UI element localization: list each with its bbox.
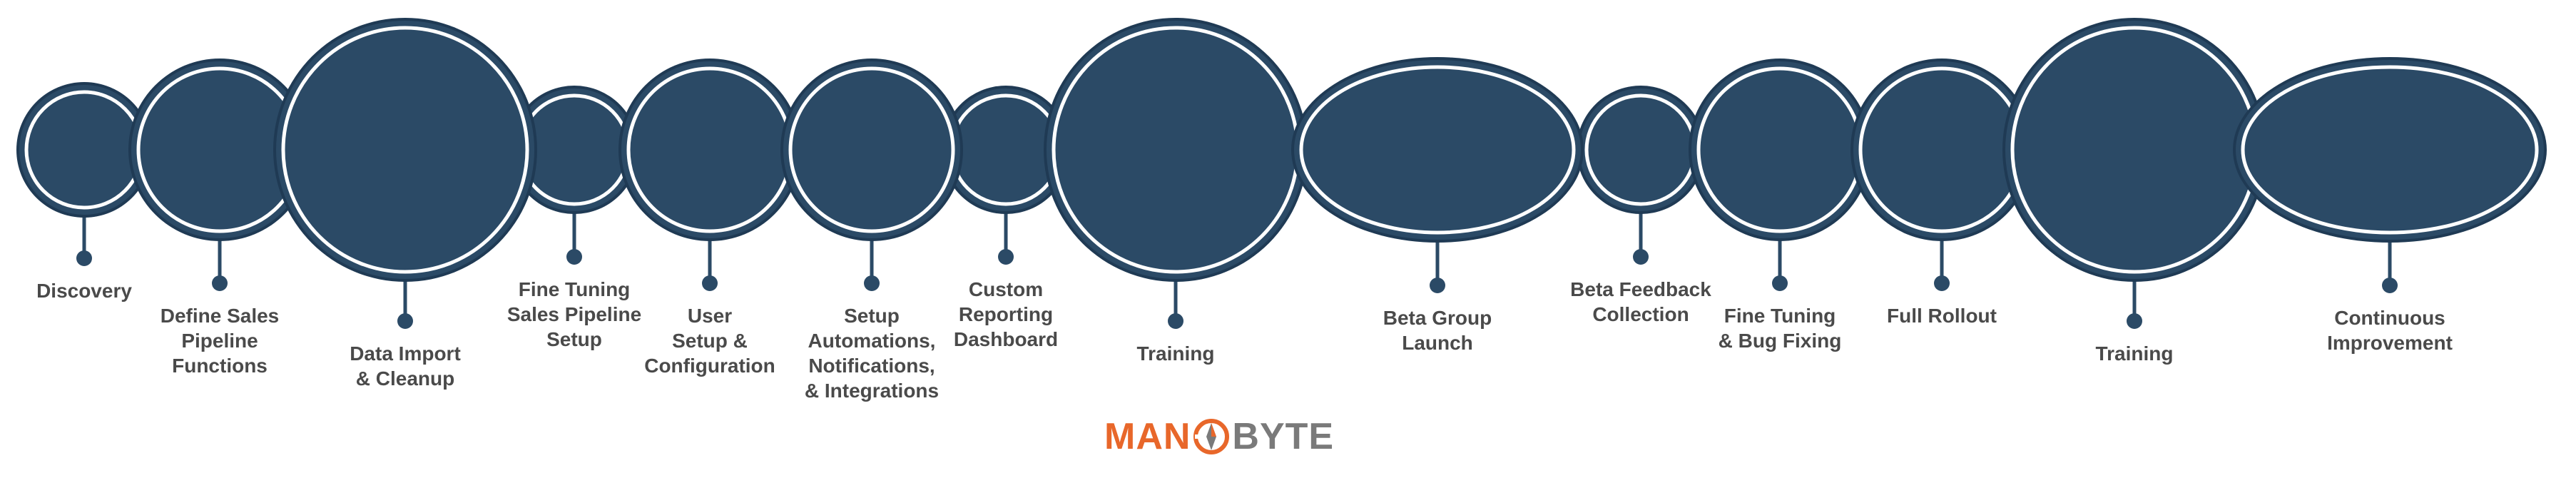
logo-text-right: BYTE xyxy=(1232,416,1335,457)
stage-label: Data Import & Cleanup xyxy=(350,342,461,390)
logo-compass-icon xyxy=(1193,419,1230,454)
stage-dot xyxy=(397,313,413,329)
stage-label: Fine Tuning & Bug Fixing xyxy=(1718,305,1842,352)
stage-node xyxy=(1294,60,1581,240)
logo-text-left: MAN xyxy=(1104,416,1191,457)
stage-dot xyxy=(1772,275,1788,291)
stage-node xyxy=(2005,21,2264,279)
stage-label: Fine Tuning Sales Pipeline Setup xyxy=(506,278,642,350)
stage-dot xyxy=(76,250,92,266)
stage-node xyxy=(1579,88,1702,211)
stage-label: Training xyxy=(1136,342,1215,365)
stage-label: Continuous Improvement xyxy=(2327,307,2453,354)
stage-label: Training xyxy=(2095,342,2174,365)
stage-dot xyxy=(702,275,718,291)
stage-label: Custom Reporting Dashboard xyxy=(953,278,1059,350)
stage-label: Full Rollout xyxy=(1887,305,1997,327)
stage-dot xyxy=(1430,278,1445,293)
stage-dot xyxy=(2127,313,2142,329)
stage-label: Setup Automations, Notifications, & Inte… xyxy=(804,305,940,402)
stage-node-ring xyxy=(788,66,955,233)
stage-node xyxy=(513,88,636,211)
stage-node-ring xyxy=(2241,65,2539,235)
stage-dot xyxy=(864,275,880,291)
stage-node xyxy=(19,85,149,215)
stage-dot xyxy=(1168,313,1183,329)
stage-node xyxy=(1853,61,2030,238)
stage-dot xyxy=(1934,275,1950,291)
stage-node xyxy=(1047,21,1305,279)
stage-node xyxy=(783,61,960,238)
stage-label: Beta Feedback Collection xyxy=(1570,278,1711,325)
stage-node xyxy=(621,61,798,238)
stage-node xyxy=(945,88,1067,211)
stage-node xyxy=(276,21,534,279)
stage-node-ring xyxy=(281,26,529,274)
stage-dot xyxy=(212,275,228,291)
stage-dot xyxy=(566,249,582,265)
stage-label: User Setup & Configuration xyxy=(644,305,775,377)
stage-label: Discovery xyxy=(36,280,132,302)
stage-dot xyxy=(998,249,1014,265)
stage-dot xyxy=(2382,278,2398,293)
manobyte-logo: MAN BYTE xyxy=(1104,415,1334,458)
stage-label: Define Sales Pipeline Functions xyxy=(160,305,280,377)
stage-node xyxy=(131,61,308,238)
stage-node xyxy=(1691,61,1868,238)
stage-label: Beta Group Launch xyxy=(1383,307,1492,354)
stage-node-ring xyxy=(1299,65,1576,235)
stage-dot xyxy=(1633,249,1649,265)
stage-node xyxy=(2236,60,2544,240)
